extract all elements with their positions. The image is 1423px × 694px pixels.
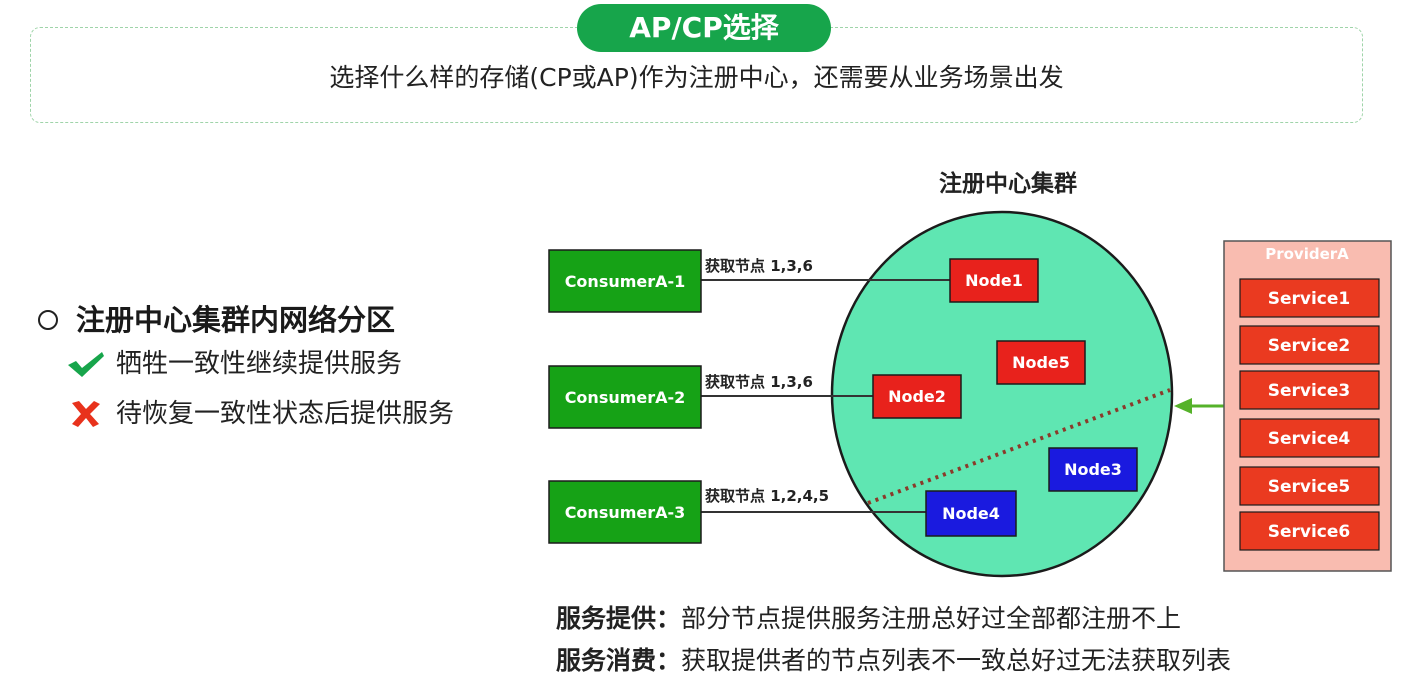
banner-text: 选择什么样的存储(CP或AP)作为注册中心，还需要从业务场景出发 [329,63,1064,92]
service-label: Service2 [1268,336,1351,356]
node-label: Node5 [1012,353,1070,372]
consumer-box: ConsumerA-2 [548,365,702,429]
fetch-label: 获取节点 1,3,6 [705,257,813,275]
node-box: Node5 [996,340,1086,385]
service-box: Service6 [1239,511,1380,551]
service-label: Service1 [1268,289,1351,309]
node-box: Node3 [1048,447,1138,492]
circle-bullet-icon [38,310,58,330]
node-label: Node1 [965,271,1023,290]
service-provide-line: 服务提供：部分节点提供服务注册总好过全部都注册不上 [556,602,1181,636]
provider-title: ProviderA [1265,245,1349,263]
service-consume-label: 服务消费： [556,646,682,675]
cross-icon [72,401,100,427]
node-box: Node1 [949,258,1039,303]
fetch-label: 获取节点 1,3,6 [705,373,813,391]
service-label: Service6 [1268,522,1351,542]
consumer-label: ConsumerA-1 [565,272,686,291]
service-box: Service5 [1239,466,1380,506]
banner-title: AP/CP选择 [577,4,831,52]
consumer-box: ConsumerA-3 [548,480,702,544]
consumer-box: ConsumerA-1 [548,249,702,313]
service-consume-line: 服务消费：获取提供者的节点列表不一致总好过无法获取列表 [556,644,1231,678]
service-box: Service4 [1239,418,1380,458]
service-box: Service3 [1239,370,1380,410]
service-box: Service1 [1239,278,1380,318]
cp-option-text: 待恢复一致性状态后提供服务 [116,399,455,429]
network-partition-line [867,388,1171,505]
service-label: Service3 [1268,381,1351,401]
service-label: Service4 [1268,429,1351,449]
service-box: Service2 [1239,325,1380,365]
partition-heading-text: 注册中心集群内网络分区 [76,303,396,337]
node-box: Node4 [925,490,1017,537]
node-label: Node3 [1064,460,1122,479]
node-label: Node2 [888,387,946,406]
fetch-label: 获取节点 1,2,4,5 [705,487,829,505]
service-label: Service5 [1268,477,1351,497]
cluster-title: 注册中心集群 [939,170,1077,197]
node-box: Node2 [872,374,962,419]
service-provide-label: 服务提供： [556,604,682,633]
consumer-label: ConsumerA-3 [565,503,686,522]
partition-heading: 注册中心集群内网络分区 [38,300,395,340]
check-icon [68,352,104,377]
ap-option-text: 牺牲一致性继续提供服务 [116,349,403,379]
service-provide-text: 部分节点提供服务注册总好过全部都注册不上 [681,604,1182,633]
ap-option: 牺牲一致性继续提供服务 [66,346,402,382]
register-arrow [1174,398,1224,414]
consumer-label: ConsumerA-2 [565,388,686,407]
service-consume-text: 获取提供者的节点列表不一致总好过无法获取列表 [681,646,1232,675]
cp-option: 待恢复一致性状态后提供服务 [66,396,454,432]
node-label: Node4 [942,504,1000,523]
